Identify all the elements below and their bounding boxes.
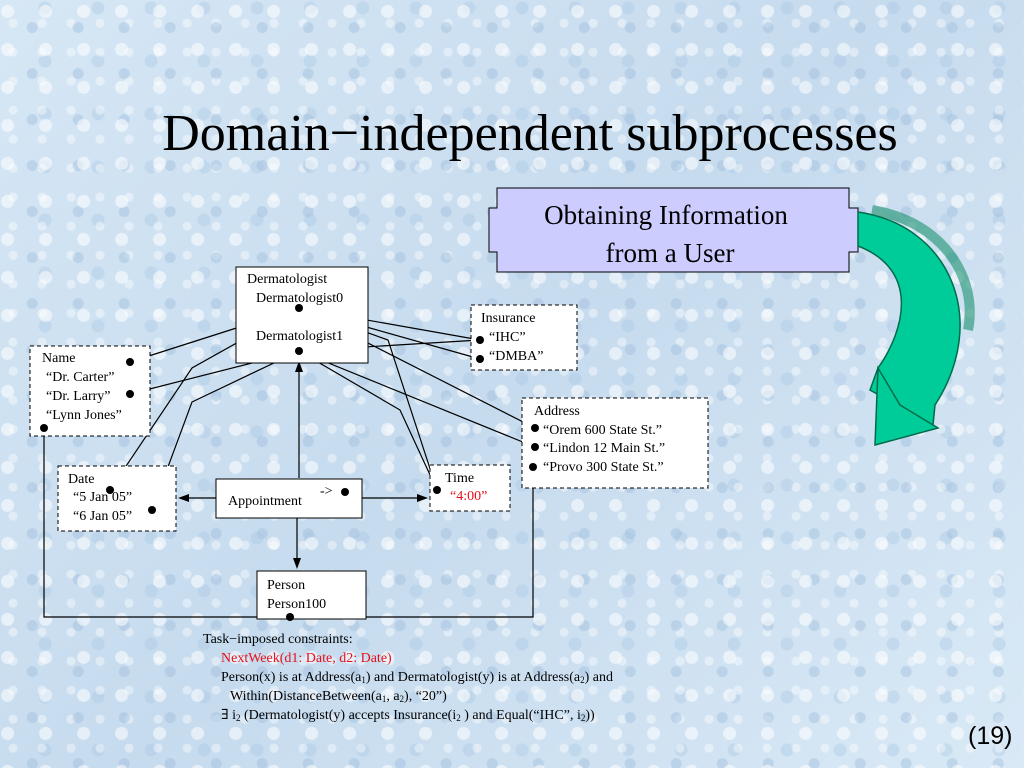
task-constraints: Task−imposed constraints: NextWeek(d1: D… <box>203 630 763 725</box>
time-title: Time <box>445 471 474 486</box>
address-title: Address <box>534 404 580 419</box>
constraint-next-week: NextWeek(d1: Date, d2: Date) <box>221 651 392 666</box>
curved-arrow-icon <box>857 205 975 446</box>
name-title: Name <box>42 351 75 366</box>
banner: Obtaining Information from a User <box>488 187 859 273</box>
appointment-title: Appointment <box>228 494 302 509</box>
address-value-1: “Lindon 12 Main St.” <box>543 441 665 456</box>
time-box: Time “4:00” <box>429 464 511 512</box>
appointment-box: Appointment -> <box>215 478 363 519</box>
constraint-insurance: ∃ i2 (Dermatologist(y) accepts Insurance… <box>221 708 595 723</box>
appointment-arrow: -> <box>320 484 333 499</box>
address-value-0: “Orem 600 State St.” <box>543 423 662 438</box>
date-value-1: “6 Jan 05” <box>73 509 132 524</box>
constraint-address: Person(x) is at Address(a1) and Dermatol… <box>221 670 613 685</box>
insurance-box: Insurance “IHC” “DMBA” <box>470 304 578 371</box>
slide-title: Domain−independent subprocesses <box>162 105 898 162</box>
dermatologist-title: Dermatologist <box>247 272 327 287</box>
banner-line2: from a User <box>606 238 735 268</box>
person-box: Person Person100 <box>256 570 367 620</box>
dermatologist-box: Dermatologist Dermatologist0 Dermatologi… <box>235 266 369 364</box>
person-value: Person100 <box>267 597 326 612</box>
person-title: Person <box>267 578 305 593</box>
dermatologist-value-0: Dermatologist0 <box>256 291 343 306</box>
slide-number: (19) <box>968 722 1013 750</box>
banner-line1: Obtaining Information <box>544 200 788 230</box>
date-value-0: “5 Jan 05” <box>73 490 132 505</box>
constraints-heading: Task−imposed constraints: <box>203 632 353 647</box>
insurance-value-1: “DMBA” <box>489 349 543 364</box>
time-value: “4:00” <box>450 489 487 504</box>
name-value-0: “Dr. Carter” <box>46 370 114 385</box>
insurance-title: Insurance <box>481 311 535 326</box>
address-box: Address “Orem 600 State St.” “Lindon 12 … <box>521 397 709 489</box>
banner-shape <box>488 187 859 273</box>
connection-dots <box>40 304 539 621</box>
address-value-2: “Provo 300 State St.” <box>543 460 664 475</box>
date-box: Date “5 Jan 05” “6 Jan 05” <box>57 465 177 532</box>
name-value-2: “Lynn Jones” <box>46 408 122 423</box>
name-value-1: “Dr. Larry” <box>46 389 111 404</box>
constraint-distance: Within(DistanceBetween(a1, a2), “20”) <box>230 689 447 704</box>
insurance-value-0: “IHC” <box>489 330 526 345</box>
dermatologist-value-1: Dermatologist1 <box>256 329 343 344</box>
date-title: Date <box>68 472 94 487</box>
